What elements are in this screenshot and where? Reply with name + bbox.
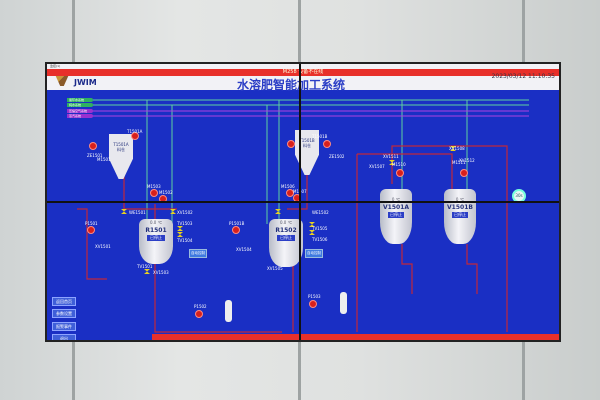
motor-status-lamp[interactable]: [287, 140, 295, 148]
tag-label: XV1502: [177, 210, 193, 215]
tag-label: XV1508: [449, 146, 465, 151]
vessel-name: V1501B: [447, 204, 473, 211]
tag-label: TV1504: [177, 238, 193, 243]
tag-label: M1510: [392, 162, 406, 167]
tag-label: WE1501: [129, 210, 146, 215]
tag-label: P1501: [85, 221, 98, 226]
tag-label: P1503: [308, 294, 321, 299]
motor-status-lamp[interactable]: [323, 140, 331, 148]
motor-status-lamp[interactable]: [89, 142, 97, 150]
pump-status-lamp[interactable]: [87, 226, 95, 234]
tag-label: ZE1501: [87, 153, 103, 158]
header: 监控(1) JWIM M258 设备不在线 水溶肥智能加工系统 2023/03/…: [47, 64, 559, 92]
vessel-status: 已停止: [388, 212, 404, 218]
tag-label: TV1506: [312, 237, 328, 242]
tag-label: M1506: [281, 184, 295, 189]
tag-label: T1501B: [312, 134, 328, 139]
hopper-name: T1501A: [113, 142, 129, 147]
pump-status-lamp[interactable]: [232, 226, 240, 234]
reactor-name: R1501: [145, 227, 167, 234]
page-title: 水溶肥智能加工系统: [237, 78, 346, 92]
hopper-sub: 料仓: [303, 143, 311, 148]
motor-status-lamp[interactable]: [150, 189, 158, 197]
brand: JWIM: [74, 78, 97, 87]
window-title: 监控(1): [50, 64, 61, 68]
tag-label: P1502: [194, 304, 207, 309]
scada-screen: 监控(1) JWIM M258 设备不在线 水溶肥智能加工系统 2023/03/…: [45, 62, 561, 342]
reactor-status: 已停止: [277, 235, 295, 241]
tag-label: XV1511: [383, 154, 399, 159]
tag-label: M1511: [452, 160, 466, 165]
tag-label: M1502: [159, 190, 173, 195]
motor-status-lamp[interactable]: [131, 132, 139, 140]
tag-label: XV1503: [153, 270, 169, 275]
tag-label: TV1503: [177, 221, 193, 226]
auto-control-box[interactable]: 自动控制: [189, 249, 207, 258]
filter-unit: [340, 292, 347, 314]
legend-item: 循环水系统: [67, 98, 93, 102]
reactor-status: 已停止: [147, 235, 165, 241]
alarm-banner[interactable]: M258 设备不在线: [47, 69, 559, 76]
reactor-temp: 0.0 ℃: [149, 220, 163, 225]
vessel-status: 已停止: [452, 212, 468, 218]
tag-label: TV1505: [312, 226, 328, 231]
home-button[interactable]: 返回首页: [52, 297, 76, 306]
tag-label: XV1505: [267, 266, 283, 271]
pump-status-lamp[interactable]: [195, 310, 203, 318]
vessel-name: V1501A: [383, 204, 409, 211]
hopper-sub: 料仓: [117, 147, 125, 152]
motor-status-lamp[interactable]: [396, 169, 404, 177]
datetime: 2023/03/12 11:10:35: [491, 73, 555, 80]
tag-label: M1503: [147, 184, 161, 189]
legend-item: 纯水系统: [67, 103, 93, 107]
status-bar: [152, 334, 559, 340]
vessel-temp: 0 ℃: [455, 197, 465, 202]
alarm-events-button[interactable]: 报警事件: [52, 322, 76, 331]
exit-button[interactable]: 退出: [52, 334, 76, 340]
screen-bezel: [47, 201, 559, 203]
tag-label: T1501A: [127, 129, 143, 134]
pump-status-lamp[interactable]: [309, 300, 317, 308]
reactor-name: R1502: [275, 227, 297, 234]
legend-item: 蒸汽系统: [67, 114, 93, 118]
reactor-temp: 0.0 ℃: [279, 220, 293, 225]
pipe-network: [77, 99, 529, 333]
tag-label: P1501B: [229, 221, 245, 226]
tag-label: XV1501: [95, 244, 111, 249]
legend-item: 压缩空气系统: [67, 109, 93, 113]
hopper-name: T1501B: [299, 138, 315, 143]
screen-bezel: [299, 64, 301, 340]
filter-unit: [225, 300, 232, 322]
auto-control-box[interactable]: 自动控制: [305, 249, 323, 258]
tag-label: WE1502: [312, 210, 329, 215]
tag-label: TV1501: [137, 264, 153, 269]
tag-label: ZE1502: [329, 154, 345, 159]
motor-status-lamp[interactable]: [286, 189, 294, 197]
vessel-temp: 0 ℃: [391, 197, 401, 202]
settings-button[interactable]: 参数设置: [52, 309, 76, 318]
tag-label: XV1512: [459, 158, 475, 163]
tag-label: M1501: [97, 157, 111, 162]
tag-label: XV1504: [236, 247, 252, 252]
tag-label: XV1507: [369, 164, 385, 169]
motor-status-lamp[interactable]: [460, 169, 468, 177]
